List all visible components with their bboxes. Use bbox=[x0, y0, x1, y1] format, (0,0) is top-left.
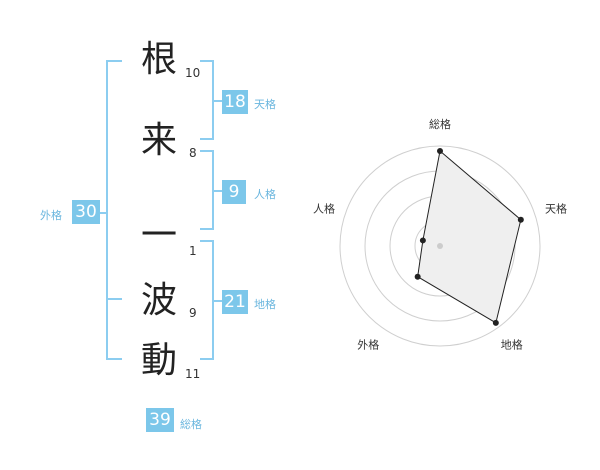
jinkaku-label: 人格 bbox=[254, 188, 276, 201]
radar-area bbox=[417, 150, 522, 324]
radar-center bbox=[437, 243, 443, 249]
radar-point-5 bbox=[419, 237, 426, 244]
gaikaku-label: 外格 bbox=[40, 209, 62, 222]
radar-ring-4 bbox=[339, 145, 541, 347]
name-char-2: 来 bbox=[141, 120, 178, 161]
chikaku-value: 21 bbox=[222, 290, 248, 314]
chikaku-connector bbox=[212, 300, 222, 302]
soukaku-label: 総格 bbox=[180, 418, 202, 431]
stroke-count-4: 9 bbox=[189, 306, 197, 320]
gaikaku-bracket-tick bbox=[106, 298, 122, 300]
radar-point-3 bbox=[492, 319, 499, 326]
radar-point-1 bbox=[437, 148, 443, 154]
radar-label-1: 総格 bbox=[429, 117, 451, 131]
jinkaku-connector bbox=[212, 190, 222, 192]
chikaku-label: 地格 bbox=[254, 298, 276, 311]
stroke-count-5: 11 bbox=[185, 367, 201, 381]
radar-point-2 bbox=[517, 216, 524, 223]
radar-point-4 bbox=[414, 273, 421, 280]
stroke-count-1: 10 bbox=[185, 66, 201, 80]
stroke-count-2: 8 bbox=[189, 146, 197, 160]
name-char-5: 動 bbox=[141, 340, 178, 381]
name-char-4: 波 bbox=[141, 280, 178, 321]
radar-label-5: 人格 bbox=[313, 201, 335, 215]
radar-label-4: 外格 bbox=[357, 338, 379, 352]
stroke-count-3: 1 bbox=[189, 244, 197, 258]
tenkaku-value: 18 bbox=[222, 90, 248, 114]
tenkaku-connector bbox=[212, 100, 222, 102]
gaikaku-value: 30 bbox=[72, 200, 100, 224]
radar-label-2: 天格 bbox=[545, 201, 567, 215]
gaikaku-bracket bbox=[106, 60, 122, 360]
radar-points bbox=[414, 148, 524, 326]
jinkaku-value: 9 bbox=[222, 180, 246, 204]
gaikaku-connector bbox=[96, 212, 108, 214]
tenkaku-label: 天格 bbox=[254, 98, 276, 111]
radar-label-3: 地格 bbox=[501, 338, 523, 352]
name-char-3: 一 bbox=[141, 215, 178, 256]
soukaku-value: 39 bbox=[146, 408, 174, 432]
name-char-1: 根 bbox=[141, 39, 178, 80]
